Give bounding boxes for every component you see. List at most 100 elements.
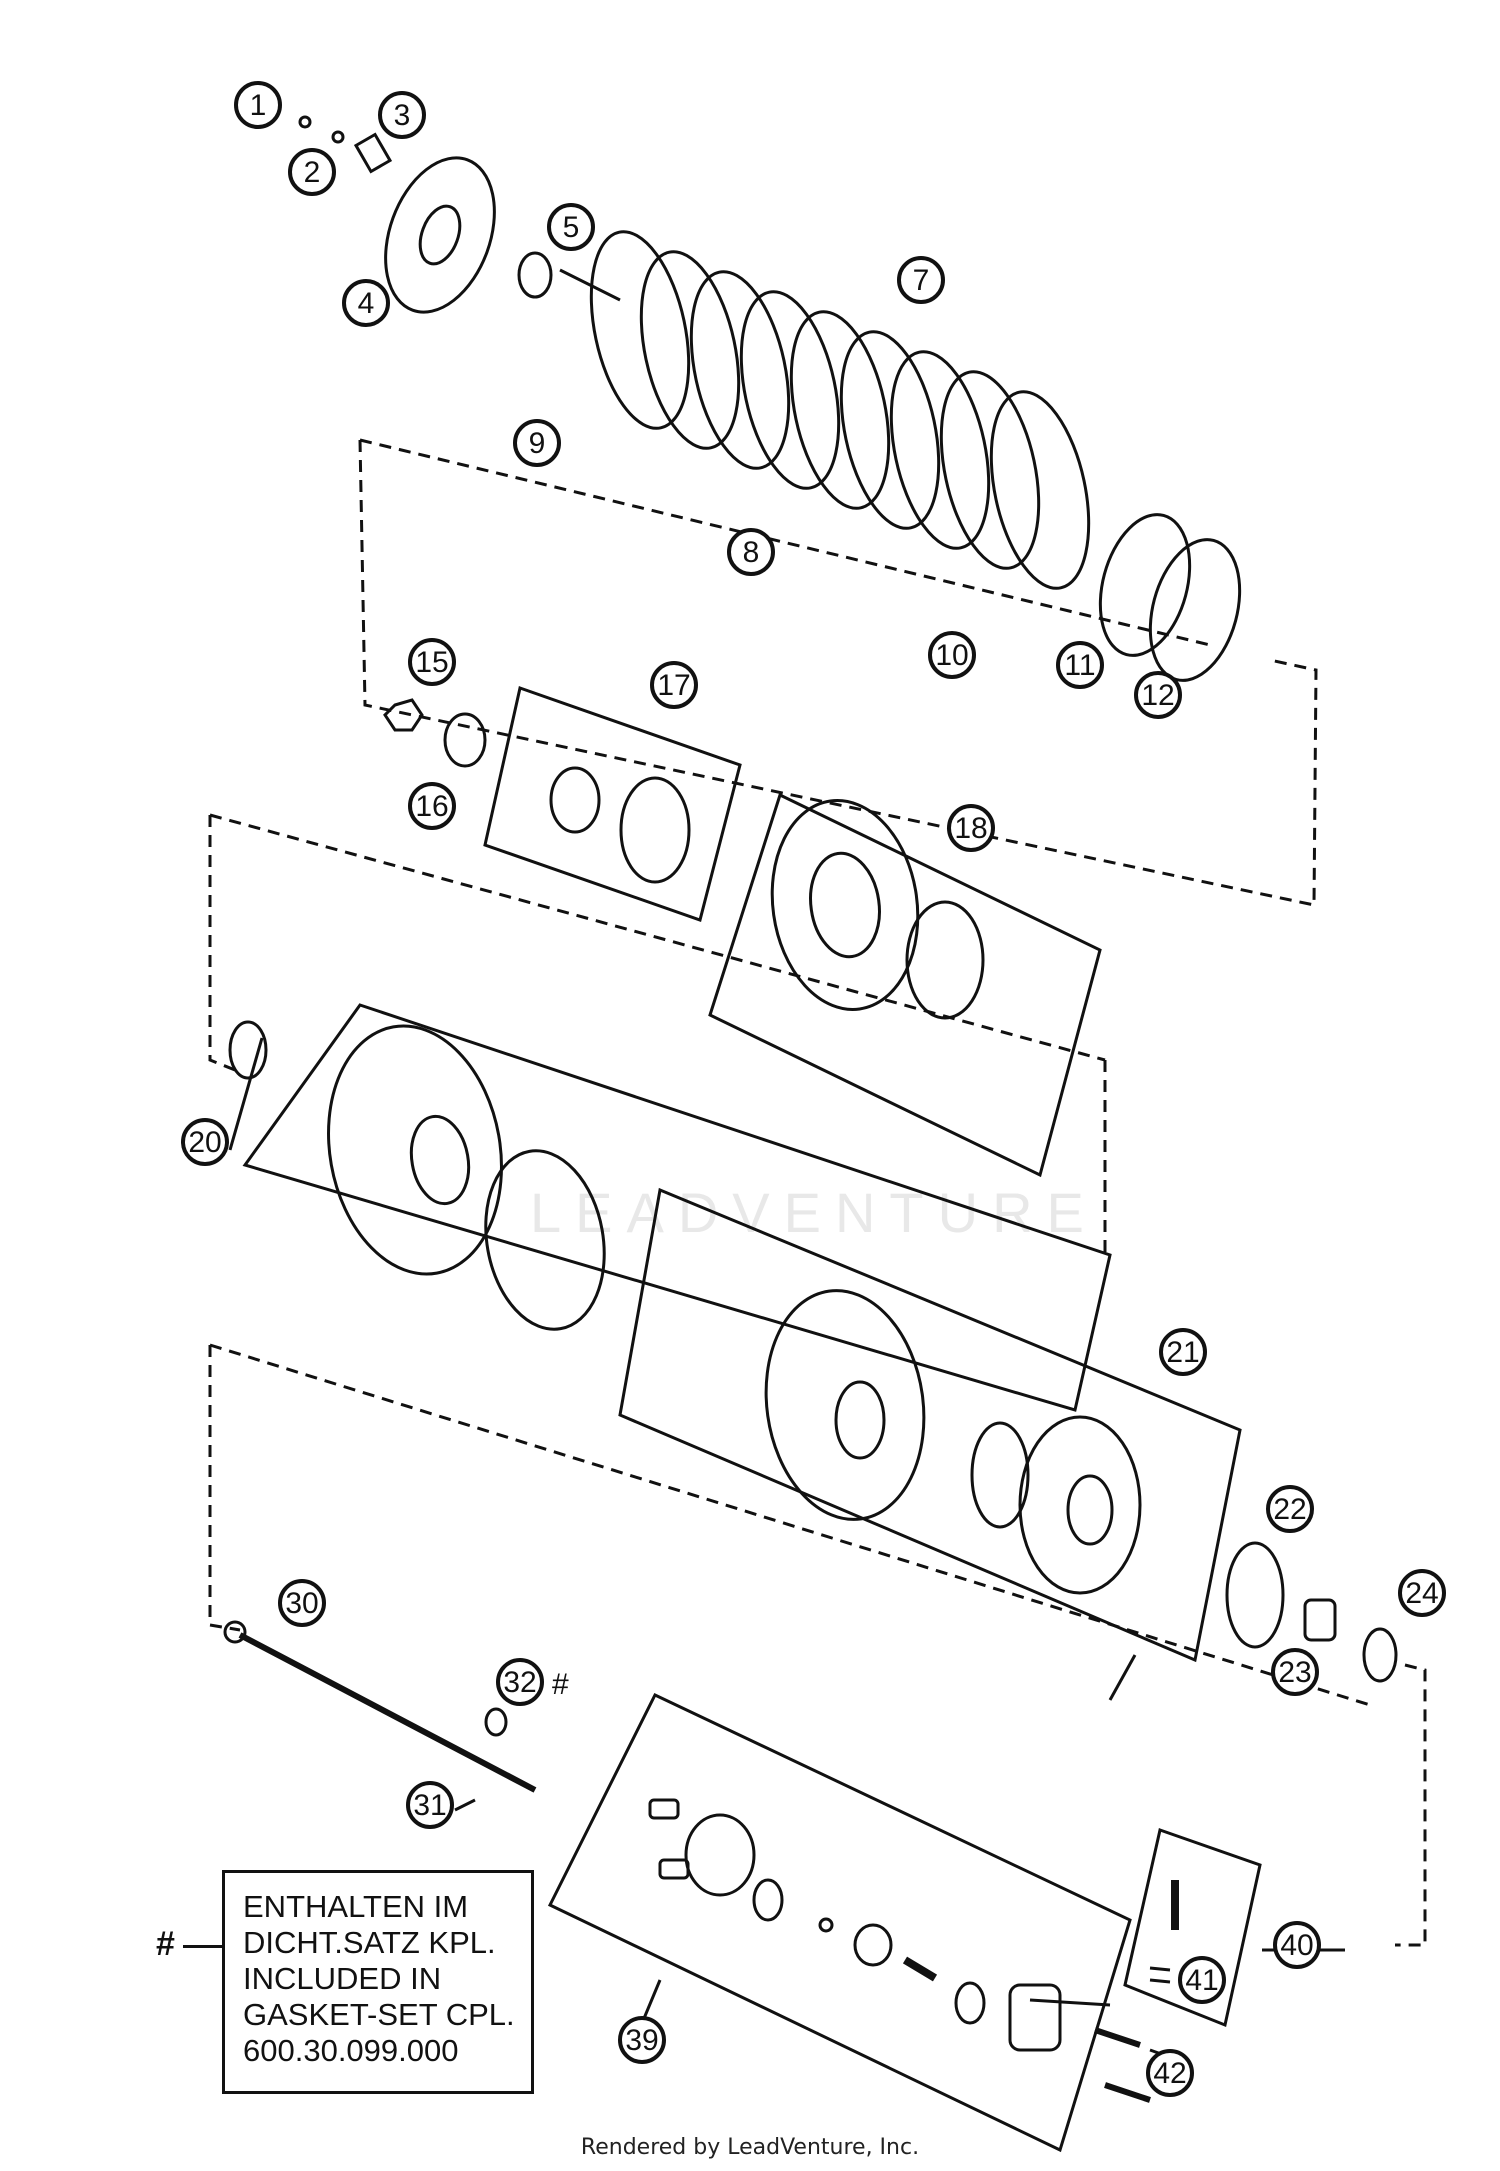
footer-credit: Rendered by LeadVenture, Inc. [580,2135,920,2160]
ring-11-part [1098,513,1192,657]
callout-number: 17 [657,669,690,702]
callout-number: 16 [415,790,448,823]
callout-circle [947,804,995,852]
callout-9: 9 [513,419,561,467]
pressure-plate-part [384,156,496,314]
callout-4: 4 [342,279,390,327]
needle-bearing-part [1303,1598,1337,1642]
callout-2: 2 [288,148,336,196]
callout-circle [513,419,561,467]
callout-12: 12 [1134,671,1182,719]
callout-8: 8 [727,528,775,576]
note-line: GASKET-SET CPL. [243,1997,515,2032]
callout-17: 17 [650,661,698,709]
gear-22-part [1225,1541,1285,1649]
callout-42: 42 [1146,2049,1194,2097]
callout-circle [1266,1485,1314,1533]
callout-number: 24 [1405,1577,1438,1610]
callout-32: 32 [496,1658,544,1706]
group-box-40 [1123,1828,1262,2028]
screw-part [298,115,312,129]
callout-circle [278,1579,326,1627]
callout-16: 16 [408,782,456,830]
seal-32-part [484,1707,508,1737]
note-line: 600.30.099.000 [243,2033,459,2068]
group-box-17 [483,686,742,922]
callout-circle [406,1781,454,1829]
callout-24: 24 [1398,1569,1446,1617]
callout-18: 18 [947,804,995,852]
callout-7: 7 [897,256,945,304]
callout-circle [1271,1648,1319,1696]
note-marker-line [183,1945,223,1948]
dashed-leader-7 [209,1343,1371,1707]
washer-20-part [228,1020,268,1080]
callout-circle [1159,1328,1207,1376]
callout-number: 8 [743,536,760,569]
callout-circle [727,528,775,576]
callout-number: 2 [304,156,321,189]
group-box-18 [708,792,1102,1178]
callout-circle [181,1118,229,1166]
callout-circle [288,148,336,196]
group-box-21 [618,1187,1242,1663]
bolt-42-part [1094,2027,1141,2048]
callout-circle [650,661,698,709]
callout-10: 10 [928,631,976,679]
callout-number: 11 [1064,649,1095,682]
callout-11: 11 [1056,641,1104,689]
clutch-disc-stack [589,230,1091,590]
callout-circle [234,81,282,129]
callout-circle [1398,1569,1446,1617]
watermark: LEADVENTURE [530,1181,1098,1244]
callout-number: 39 [625,2024,658,2057]
callout-circle [408,782,456,830]
callout-circle [1146,2049,1194,2097]
callout-circle [378,91,426,139]
dashed-leader-2 [359,438,1211,647]
callout-number: 32 [503,1666,536,1699]
callout-20: 20 [181,1118,229,1166]
clutch-basket-part [327,1024,503,1276]
dashed-leader-4 [209,813,1106,1062]
callout-number: 18 [954,812,987,845]
washer-part [331,130,345,144]
callout-number: 12 [1141,679,1174,712]
callout-number: 31 [413,1789,446,1822]
callout-39: 39 [618,2016,666,2064]
damper-plate-part [484,1149,606,1331]
callout-circle [547,203,595,251]
note-line: INCLUDED IN [243,1961,442,1996]
callout-number: 3 [394,99,411,132]
callout-circle [897,256,945,304]
callout-number: 15 [415,646,448,679]
callout-31: 31 [406,1781,454,1829]
dashed-leader-6 [208,1345,241,1632]
callout-32-hash: # [552,1668,569,1701]
group-box-20 [242,1003,1112,1412]
callout-number: 30 [285,1587,318,1620]
group-box-39 [547,1693,1132,2153]
callout-number: 7 [913,264,930,297]
seal-ring-part [970,1421,1030,1529]
bearing-part [517,251,553,299]
dashed-leader-3 [208,815,236,1072]
ring-12-part [1148,538,1242,682]
callout-number: 9 [529,427,546,460]
callout-41: 41 [1178,1956,1226,2004]
inner-hub-part [770,799,920,1011]
callout-circle [1056,641,1104,689]
note-marker: # [156,1925,175,1963]
callout-1: 1 [234,81,282,129]
callout-number: 41 [1185,1964,1218,1997]
spring-part [353,132,393,174]
callout-number: 1 [250,89,267,122]
callout-number: 4 [358,287,375,320]
note-line: DICHT.SATZ KPL. [243,1925,496,1960]
cover-plate-part [1018,1415,1142,1595]
hub-17-part [549,766,601,834]
callout-21: 21 [1159,1328,1207,1376]
push-rod-part [238,1632,537,1793]
callout-40: 40 [1273,1921,1321,1969]
